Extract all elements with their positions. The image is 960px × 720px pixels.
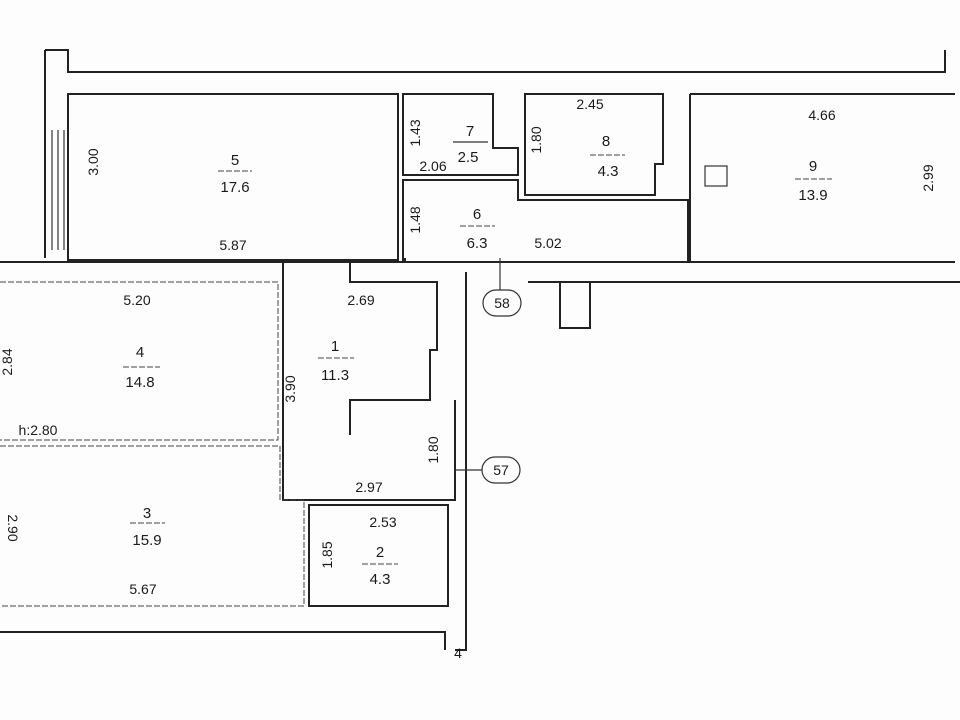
ceiling-height: h:2.80 <box>19 422 58 438</box>
room-9: 9 13.9 <box>795 158 832 204</box>
svg-text:5.20: 5.20 <box>123 292 150 308</box>
axis-marker-4: 4 <box>454 645 462 661</box>
window <box>51 130 65 250</box>
svg-text:1.80: 1.80 <box>425 436 441 463</box>
svg-text:1.80: 1.80 <box>528 126 544 153</box>
room-area: 17.6 <box>220 179 249 196</box>
svg-text:3: 3 <box>143 505 151 522</box>
svg-text:1.43: 1.43 <box>407 119 423 146</box>
dimension-labels: 3.00 5.87 1.43 2.06 1.80 2.45 4.66 2.99 … <box>0 96 936 597</box>
svg-text:14.8: 14.8 <box>125 374 154 391</box>
svg-text:11.3: 11.3 <box>321 367 349 384</box>
svg-text:4.66: 4.66 <box>808 107 835 123</box>
svg-text:2.97: 2.97 <box>355 479 382 495</box>
svg-text:2.53: 2.53 <box>369 514 396 530</box>
svg-text:2.99: 2.99 <box>920 164 936 191</box>
svg-text:6: 6 <box>473 206 481 223</box>
svg-text:2.06: 2.06 <box>419 158 446 174</box>
room-number: 5 <box>231 152 239 169</box>
svg-text:13.9: 13.9 <box>798 187 827 204</box>
svg-text:5.87: 5.87 <box>219 237 246 253</box>
stove-icon <box>704 165 728 187</box>
room-6: 6 6.3 <box>460 206 495 252</box>
room-8: 8 4.3 <box>590 133 625 180</box>
svg-text:6.3: 6.3 <box>467 235 488 252</box>
svg-text:5.67: 5.67 <box>129 581 156 597</box>
svg-text:3.90: 3.90 <box>282 375 298 402</box>
svg-text:57: 57 <box>493 462 509 478</box>
svg-text:2.69: 2.69 <box>347 292 374 308</box>
axis-marker-58: 58 <box>482 289 522 317</box>
svg-text:2.90: 2.90 <box>5 514 21 541</box>
svg-text:2.84: 2.84 <box>0 348 15 375</box>
svg-text:9: 9 <box>809 158 817 175</box>
svg-text:1: 1 <box>331 338 339 355</box>
svg-text:4.3: 4.3 <box>598 163 619 180</box>
room-3: 3 15.9 <box>130 505 165 549</box>
room-1: 1 11.3 <box>318 338 354 384</box>
svg-text:4.3: 4.3 <box>370 571 391 588</box>
svg-text:2.45: 2.45 <box>576 96 603 112</box>
svg-text:1.48: 1.48 <box>407 206 423 233</box>
svg-text:1.85: 1.85 <box>319 541 335 568</box>
axis-marker-57: 57 <box>481 456 521 484</box>
walls <box>0 49 960 651</box>
svg-text:58: 58 <box>494 295 510 311</box>
svg-text:2.5: 2.5 <box>458 149 479 166</box>
svg-text:7: 7 <box>466 123 474 140</box>
svg-text:5.02: 5.02 <box>534 235 561 251</box>
room-7: 7 2.5 <box>453 123 488 166</box>
svg-text:4: 4 <box>136 344 144 361</box>
room-4: 4 14.8 <box>123 344 160 391</box>
room-5: 5 17.6 <box>218 152 252 196</box>
svg-text:15.9: 15.9 <box>132 532 161 549</box>
room-2: 2 4.3 <box>362 544 398 588</box>
svg-text:8: 8 <box>602 133 610 150</box>
svg-text:2: 2 <box>376 544 384 561</box>
svg-text:3.00: 3.00 <box>85 148 101 175</box>
